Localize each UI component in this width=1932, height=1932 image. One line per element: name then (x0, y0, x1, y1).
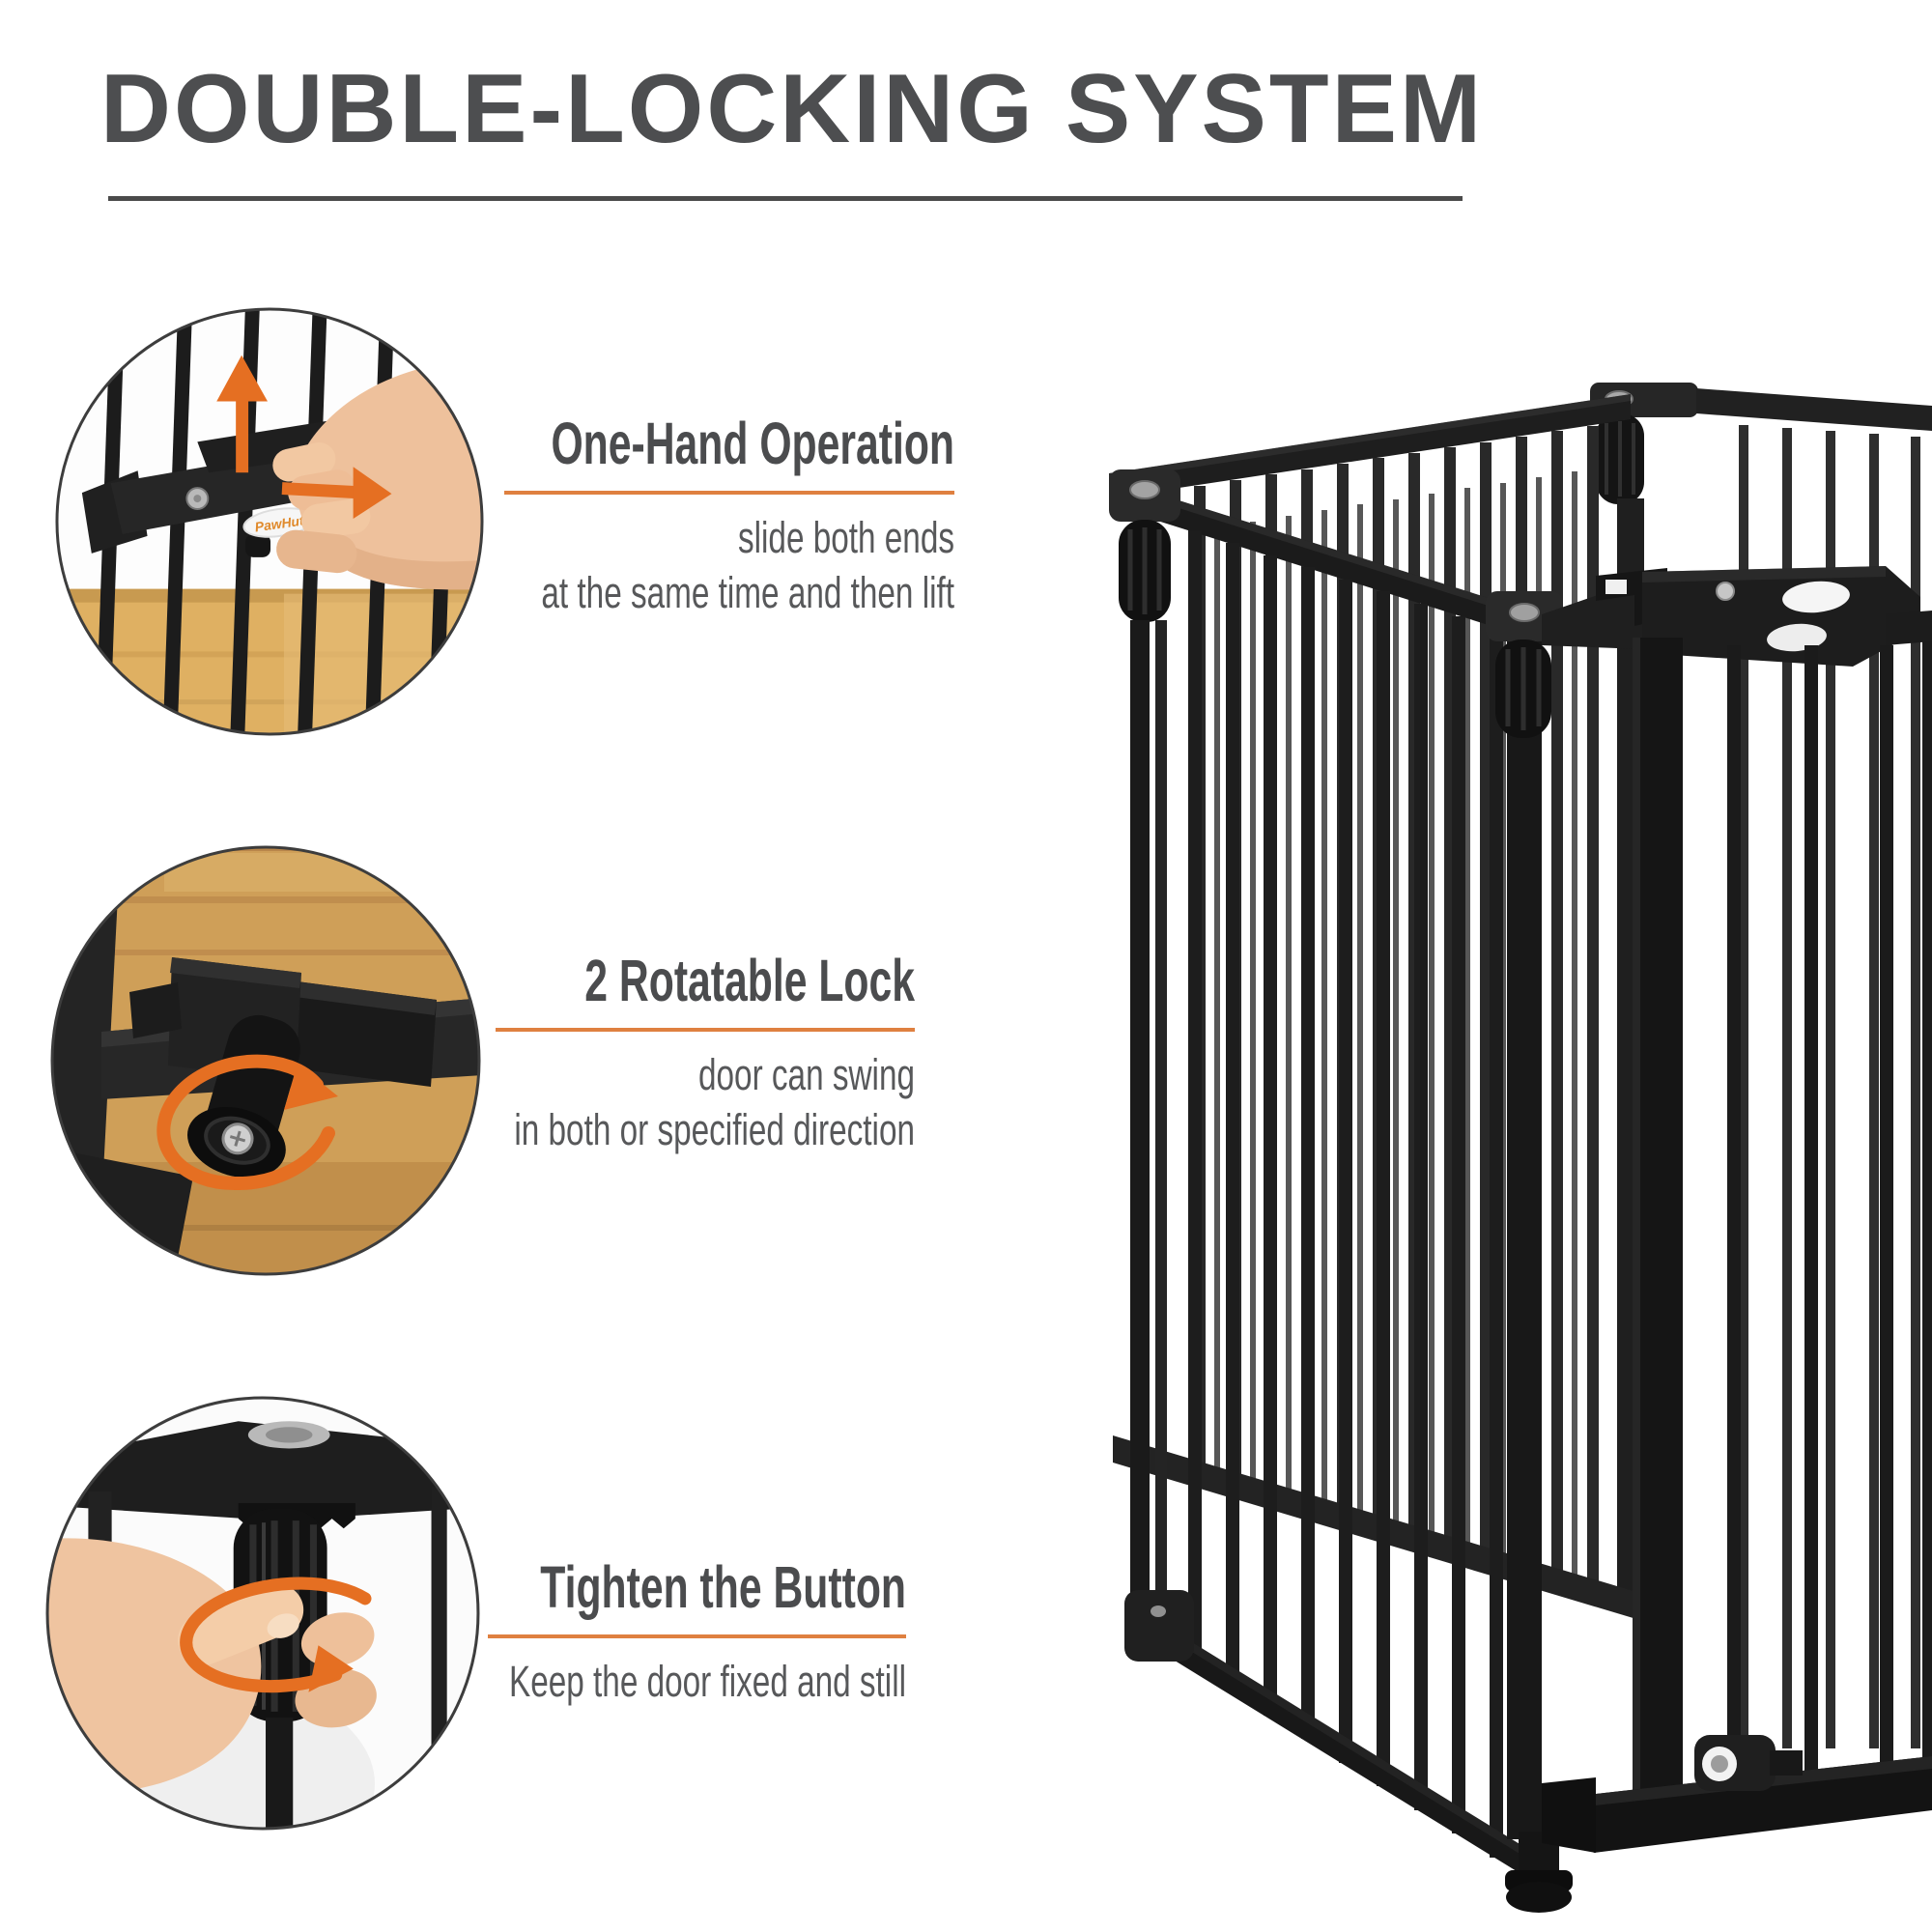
brand-logo: PawHut (254, 512, 306, 534)
rotatable-lock-illustration (50, 845, 481, 1276)
front-corner-post (1486, 591, 1573, 1913)
photo-one-hand-operation: PawHut (53, 305, 486, 743)
product-image-playpen (1109, 383, 1932, 1913)
feature-description-line: in both or specified direction (514, 1105, 915, 1154)
corner-bracket (68, 1421, 458, 1750)
page-title: DOUBLE-LOCKING SYSTEM (100, 55, 1485, 163)
leveling-foot (1506, 1882, 1572, 1913)
title-underline (108, 196, 1463, 201)
feature-tighten-button: Tighten the Button Keep the door fixed a… (280, 1553, 906, 1709)
feature-title: One-Hand Operation (551, 411, 954, 476)
lift-up-arrow-icon (216, 355, 269, 473)
slide-right-arrow-icon (281, 467, 392, 520)
feature-title: Tighten the Button (540, 1554, 906, 1620)
feature-accent-rule (488, 1634, 906, 1638)
rear-panel (1696, 388, 1932, 1748)
feature-accent-rule (496, 1028, 915, 1032)
photo-rotatable-lock (48, 843, 483, 1283)
feature-description-line: door can swing (698, 1050, 915, 1099)
feature-title: 2 Rotatable Lock (584, 948, 915, 1013)
feature-description-line: slide both ends (737, 513, 954, 562)
tighten-button-illustration (45, 1396, 480, 1831)
hand (47, 1538, 377, 1794)
rotate-arrow-icon (180, 1577, 372, 1693)
hand (272, 357, 483, 590)
near-corner-hinge (1109, 469, 1194, 1662)
rotatable-lock-knob (129, 957, 437, 1179)
feature-one-hand-operation: One-Hand Operation slide both ends at th… (328, 410, 954, 620)
feature-rotatable-lock: 2 Rotatable Lock door can swing in both … (289, 947, 915, 1157)
feature-accent-rule (504, 491, 954, 495)
rotate-arrow-icon (156, 1054, 338, 1191)
feature-description-line: Keep the door fixed and still (509, 1657, 906, 1706)
door-latch-handle (1542, 566, 1932, 667)
front-panel (1136, 487, 1549, 1891)
feature-description-line: at the same time and then lift (541, 568, 954, 617)
door-bottom-hinge (1694, 1735, 1803, 1791)
one-hand-operation-illustration: PawHut (55, 307, 484, 736)
photo-tighten-button (43, 1394, 482, 1837)
door-panel (1542, 638, 1932, 1853)
